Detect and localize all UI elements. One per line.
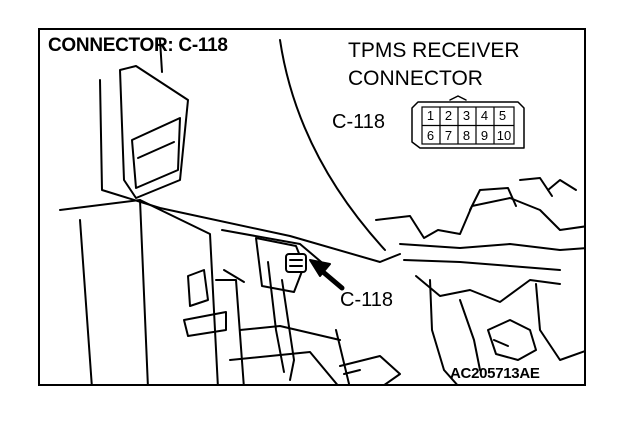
pin-10: 10: [496, 128, 512, 143]
pin-6: 6: [426, 128, 435, 143]
pin-9: 9: [480, 128, 489, 143]
pin-7: 7: [444, 128, 453, 143]
diagram-title: CONNECTOR: C-118: [48, 35, 228, 56]
receiver-label-line2: CONNECTOR: [348, 67, 483, 90]
diagram-frame: CONNECTOR: C-118 TPMS RECEIVER CONNECTOR…: [38, 28, 586, 386]
pin-grid-lines: [421, 106, 515, 145]
vehicle-line-drawing: [59, 39, 584, 384]
pin-5: 5: [498, 108, 507, 123]
pin-4: 4: [480, 108, 489, 123]
pin-1: 1: [426, 108, 435, 123]
pin-3: 3: [462, 108, 471, 123]
pin-2: 2: [444, 108, 453, 123]
pin-8: 8: [462, 128, 471, 143]
figure-code: AC205713AE: [450, 365, 540, 382]
connector-id-label: C-118: [332, 111, 385, 133]
connector-pinout: 1 2 3 4 5 6 7 8 9 10: [412, 102, 522, 150]
connector-callout-label: C-118: [340, 289, 393, 311]
receiver-label-line1: TPMS RECEIVER: [348, 39, 520, 62]
